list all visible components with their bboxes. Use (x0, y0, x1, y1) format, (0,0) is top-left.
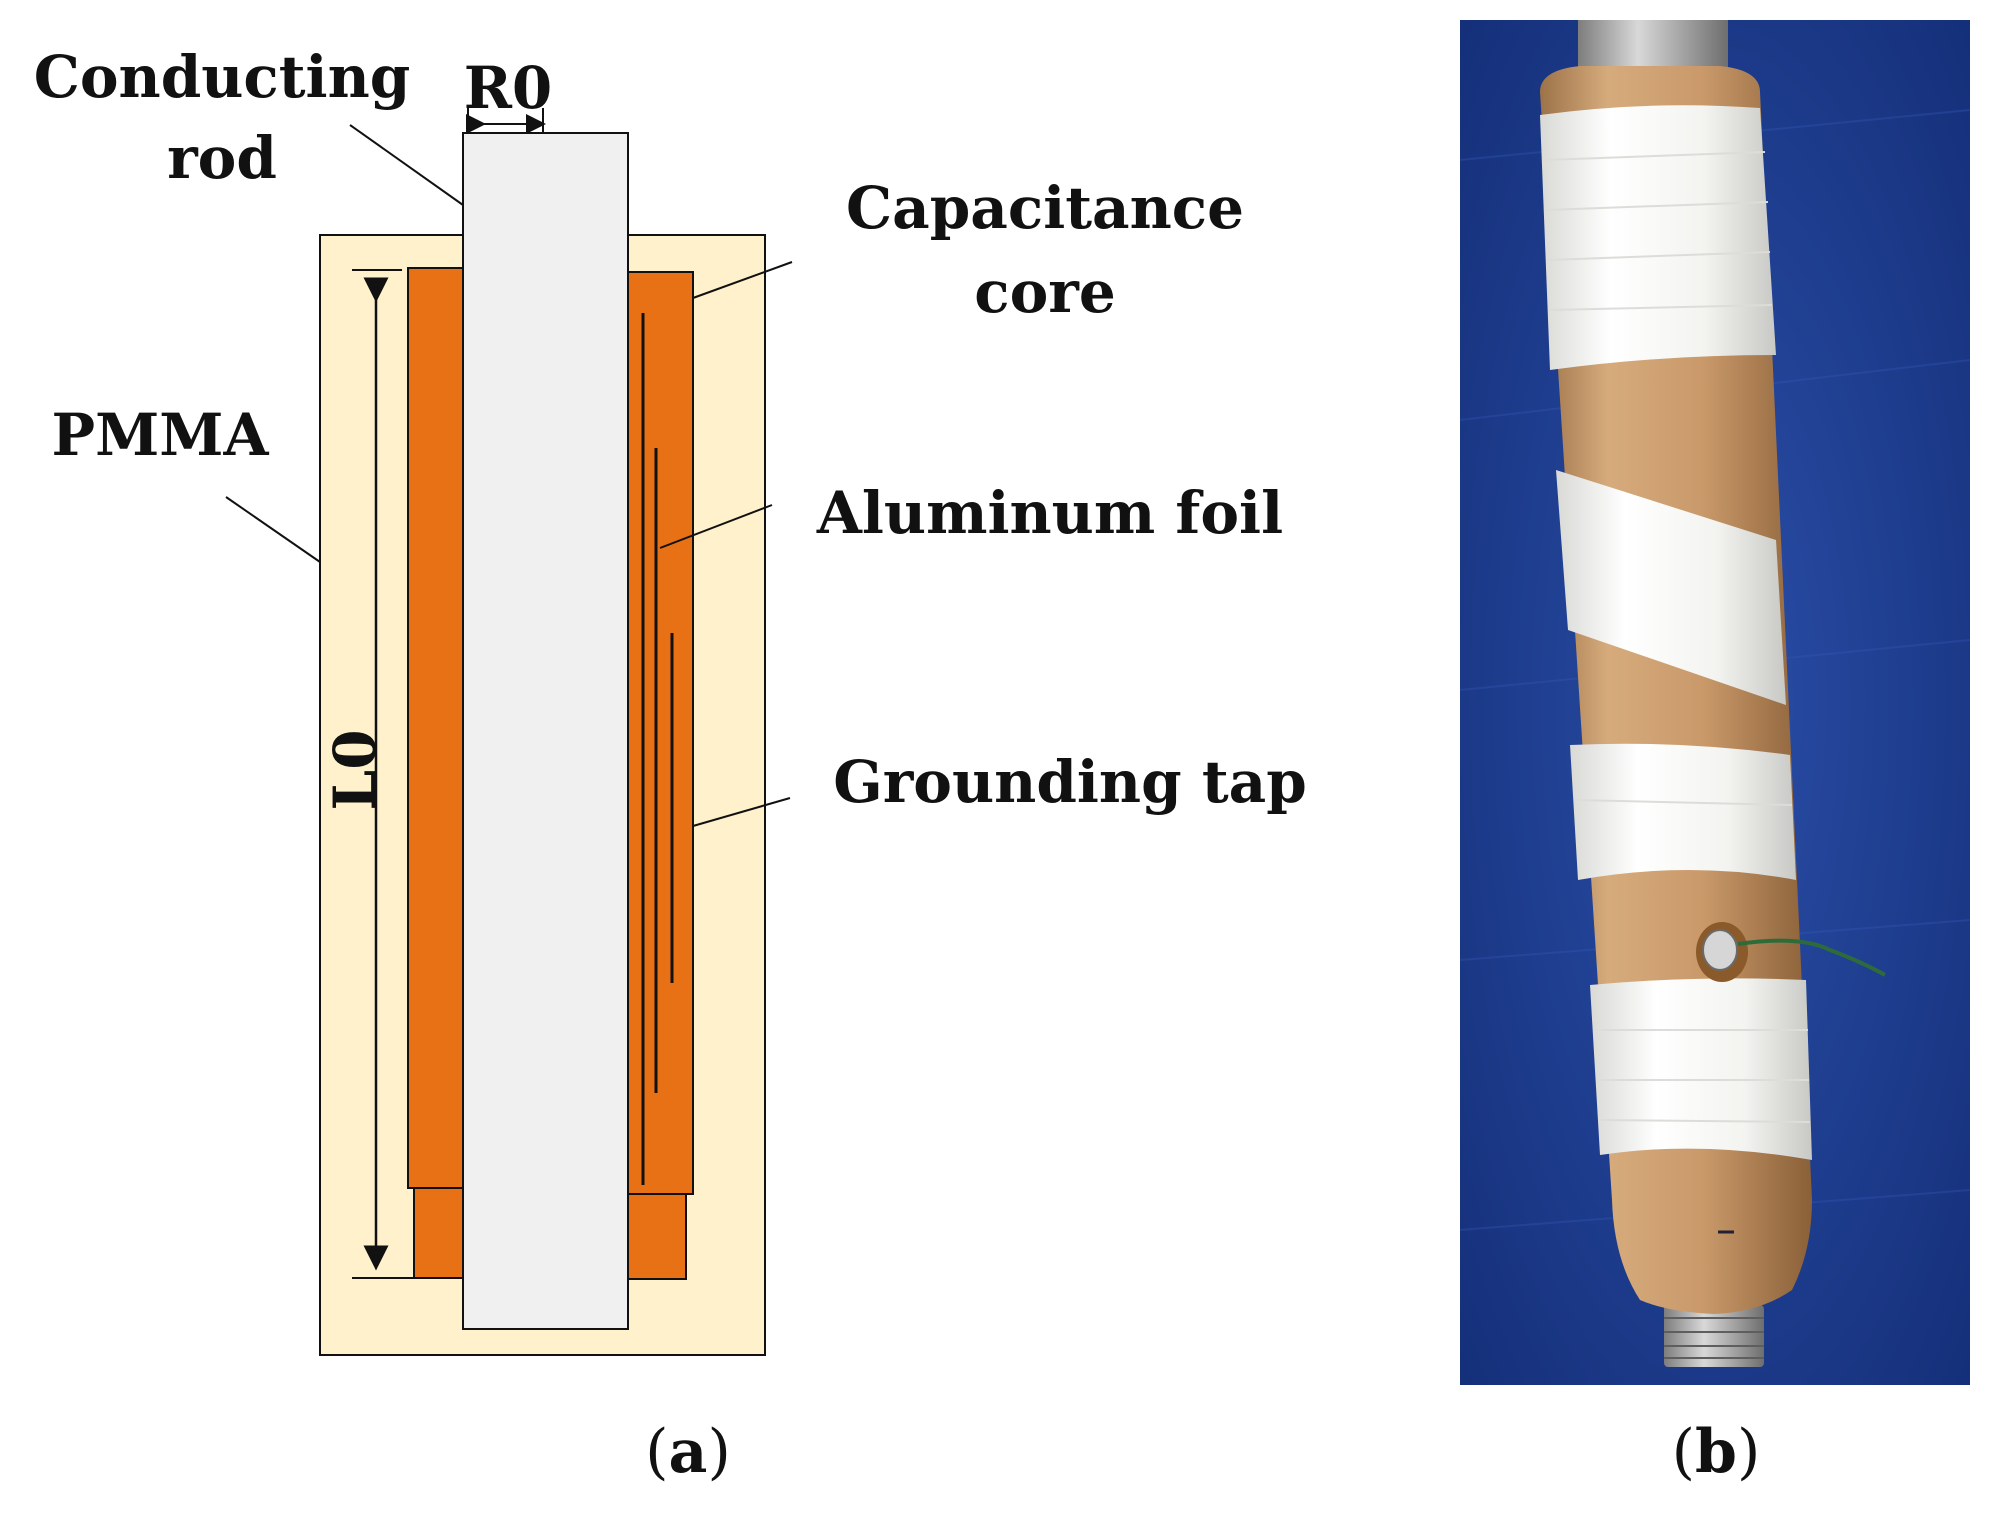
panel-a-diagram: L0 R0 Conducting rod Capacitance core PM… (34, 43, 1307, 1487)
thread-lines (1664, 1317, 1764, 1359)
caption-a: (a) (645, 1417, 731, 1487)
metal-thread-bottom (1664, 1305, 1764, 1367)
capacitance-core-right-step (627, 1193, 687, 1280)
capacitance-core-left-step (413, 1187, 469, 1279)
label-pmma: PMMA (51, 401, 269, 469)
tape-band-top (1540, 105, 1776, 370)
label-aluminum-foil: Aluminum foil (816, 479, 1283, 547)
caption-b: (b) (1672, 1417, 1761, 1487)
leader-aluminum-foil (659, 504, 773, 549)
capacitance-core-right (627, 271, 694, 1195)
leader-capacitance-core (692, 261, 793, 299)
r0-label: R0 (464, 54, 553, 122)
label-grounding-tap: Grounding tap (833, 748, 1307, 816)
tape-band-middle (1570, 743, 1796, 880)
label-capacitance-core-line1: Capacitance (846, 174, 1244, 242)
leader-conducting-rod (349, 124, 464, 206)
l0-label: L0 (321, 729, 389, 810)
conducting-rod (462, 132, 629, 1330)
leader-grounding-tap (692, 797, 791, 827)
label-conducting-rod-line2: rod (167, 124, 277, 192)
capacitance-core-left (407, 267, 469, 1189)
label-capacitance-core-line2: core (974, 258, 1115, 326)
grounding-tap-metal (1702, 929, 1738, 971)
panel-b-photo: (b) (1459, 20, 1971, 1487)
leader-pmma (225, 496, 321, 563)
tape-band-lower (1590, 978, 1812, 1160)
label-conducting-rod-line1: Conducting (34, 43, 411, 111)
tape-texture (1544, 151, 1811, 1123)
tape-band-spiral-1 (1556, 470, 1786, 705)
grounding-wire (1737, 938, 1886, 977)
